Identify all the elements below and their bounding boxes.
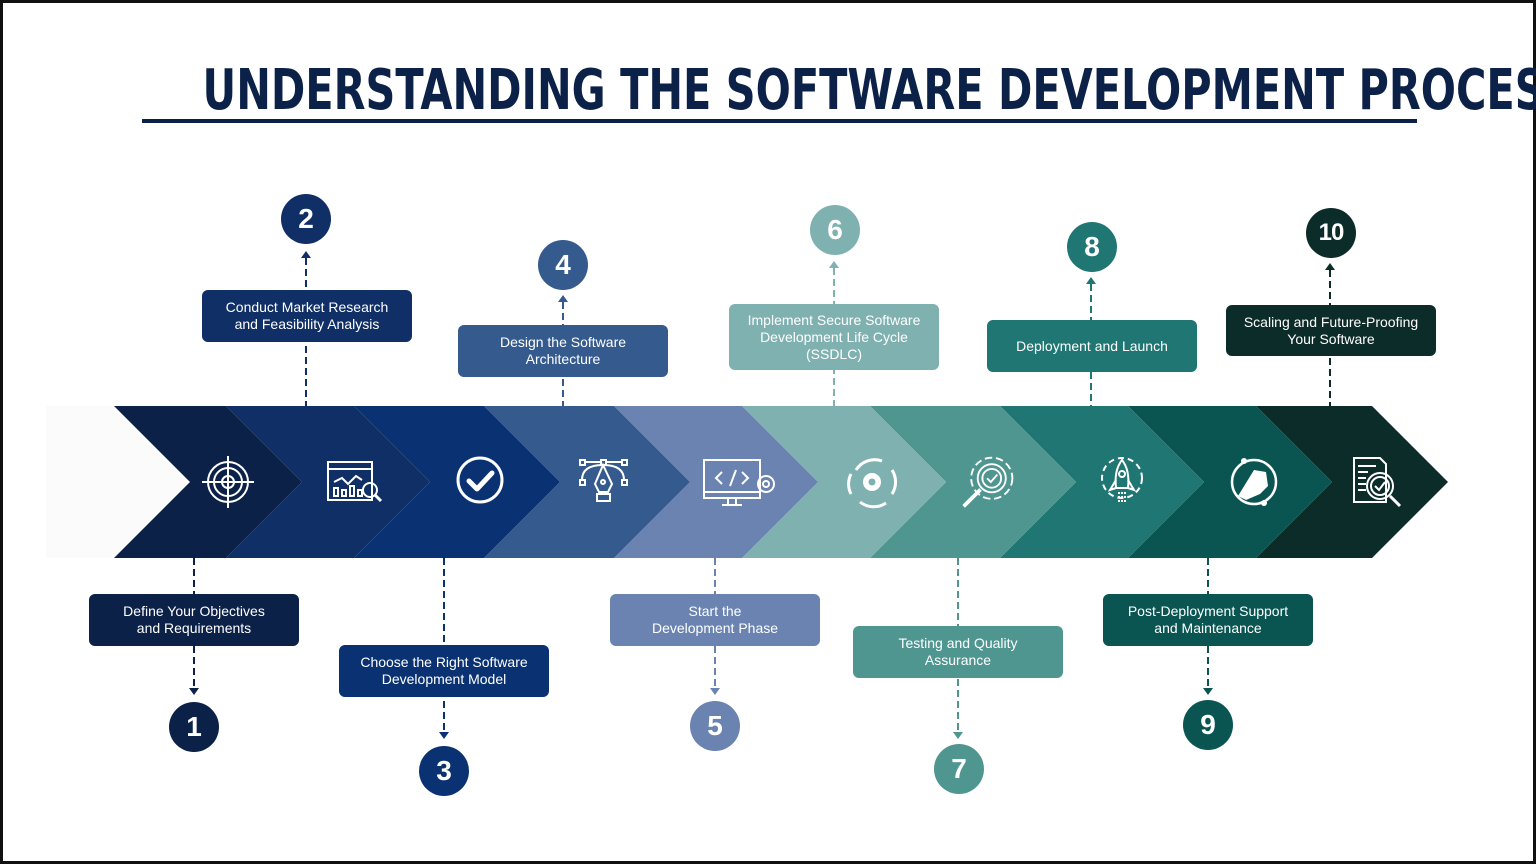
step-4-label-line1: Design the Software bbox=[499, 334, 627, 350]
document-review-icon bbox=[1353, 457, 1402, 508]
step-8-label: Deployment and Launch bbox=[987, 320, 1197, 372]
check-circle-icon bbox=[456, 456, 504, 504]
step-5-number-badge: 5 bbox=[690, 701, 740, 751]
page-title: UNDERSTANDING THE SOFTWARE DEVELOPMENT P… bbox=[202, 58, 1536, 123]
step-8-label-line1: Deployment and Launch bbox=[1016, 337, 1168, 354]
step-7-label-line1: Testing and Quality bbox=[898, 635, 1018, 651]
step-3-number-badge: 3 bbox=[419, 746, 469, 796]
step-2-number-badge: 2 bbox=[281, 194, 331, 244]
step-9-label-line1: Post-Deployment Support bbox=[1127, 603, 1289, 619]
pen-tool-icon bbox=[579, 459, 628, 502]
step-1-label-line1: Define Your Objectives bbox=[123, 603, 265, 619]
step-9-number-badge: 9 bbox=[1183, 700, 1233, 750]
chevron-6 bbox=[742, 406, 946, 558]
chevron-9 bbox=[1128, 406, 1332, 558]
step-6-label-line2: Development Life Cycle bbox=[760, 328, 908, 345]
chevron-8 bbox=[1000, 406, 1204, 558]
chevron-4 bbox=[484, 406, 690, 558]
step-7-label-line2: Assurance bbox=[924, 652, 992, 668]
target-icon bbox=[202, 456, 254, 508]
step-2-label-line1: Conduct Market Research bbox=[225, 299, 389, 315]
step-5-label-line1: Start the bbox=[688, 603, 742, 619]
step-1-number-badge: 1 bbox=[169, 702, 219, 752]
step-10-number-badge: 10 bbox=[1306, 208, 1356, 258]
title-underline bbox=[142, 119, 1417, 123]
chevron-10 bbox=[1256, 406, 1448, 558]
gear-magnifier-check-icon bbox=[962, 456, 1014, 508]
analytics-search-icon bbox=[327, 461, 383, 503]
rocket-gear-icon bbox=[1101, 457, 1143, 504]
step-5-label-line2: Development Phase bbox=[651, 620, 779, 636]
chevron-7 bbox=[870, 406, 1076, 558]
chevron-5 bbox=[614, 406, 818, 558]
step-10-label-line1: Scaling and Future-Proofing bbox=[1243, 313, 1419, 330]
step-6-label-line1: Implement Secure Software bbox=[747, 311, 921, 328]
step-3-label-line2: Development Model bbox=[381, 671, 507, 687]
step-10-label-line2: Your Software bbox=[1287, 330, 1375, 347]
step-4-label-line2: Architecture bbox=[525, 351, 601, 367]
step-4-number-badge: 4 bbox=[538, 240, 588, 290]
handshake-support-icon bbox=[1230, 458, 1278, 506]
step-7-number-badge: 7 bbox=[934, 744, 984, 794]
gear-cycle-icon bbox=[847, 458, 897, 509]
step-6-label-line3: (SSDLC) bbox=[805, 345, 862, 362]
step-8-number-badge: 8 bbox=[1067, 222, 1117, 272]
code-monitor-gear-icon bbox=[703, 459, 775, 506]
step-1-label-line2: and Requirements bbox=[136, 620, 252, 636]
step-3-label-line1: Choose the Right Software bbox=[360, 654, 528, 670]
step-9-label-line2: and Maintenance bbox=[1154, 620, 1262, 636]
step-6-number-badge: 6 bbox=[810, 205, 860, 255]
step-2-label-line2: and Feasibility Analysis bbox=[234, 316, 380, 332]
